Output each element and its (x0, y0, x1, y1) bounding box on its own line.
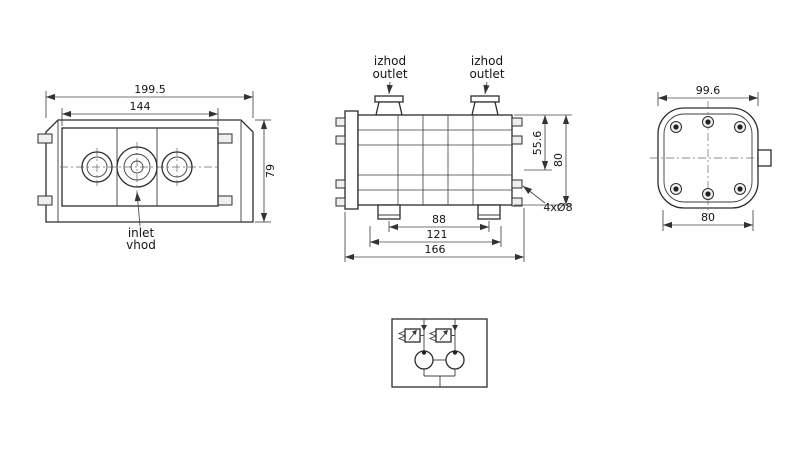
flow-divider-symbol-boundary (391, 318, 488, 388)
hole-note-callout: 4xØ8 (522, 185, 573, 214)
flow-arrow-left (421, 325, 427, 331)
end-view: 99.6 80 (650, 84, 772, 231)
side-bolts-right (511, 117, 523, 207)
schematic-circuit-lines (421, 319, 458, 387)
relief-valve-symbol-right (428, 328, 455, 343)
front-centerlines (60, 142, 220, 192)
side-bolts-left (335, 117, 346, 207)
side-bottom-ports (377, 204, 501, 220)
outlet-right-label-sl: izhod (471, 54, 503, 68)
hole-note-label: 4xØ8 (543, 201, 572, 214)
dim-end-overall-width: 99.6 (696, 84, 721, 97)
inlet-callout: inlet vhod (126, 191, 156, 252)
dim-front-overall-width: 199.5 (134, 83, 166, 96)
dim-end-body-width: 80 (701, 211, 715, 224)
end-dimensions: 99.6 80 (657, 84, 759, 231)
outlet-left-label-sl: izhod (374, 54, 406, 68)
side-dimensions: 55.6 80 88 121 166 (344, 114, 572, 262)
end-shaft-stub (757, 149, 772, 167)
gear-motor-symbol-right (445, 350, 465, 370)
front-dimensions: 199.5 144 79 (45, 83, 277, 223)
dim-side-outlet-spacing: 88 (432, 213, 446, 226)
dim-side-mount-spacing: 121 (427, 228, 448, 241)
dim-front-body-width: 144 (130, 100, 151, 113)
dim-side-height: 80 (552, 153, 565, 167)
inlet-label-en: inlet (128, 226, 155, 240)
outlet-callout-left: izhod outlet (372, 54, 408, 95)
inlet-label-sl: vhod (126, 238, 156, 252)
relief-valve-symbol-left (397, 328, 424, 343)
front-bores (81, 146, 193, 188)
front-bolts (37, 133, 233, 206)
side-body (357, 114, 513, 206)
front-view: 199.5 144 79 (37, 83, 277, 252)
side-flange-left (344, 110, 359, 210)
side-body-grid (358, 115, 512, 205)
outlet-right-label-en: outlet (469, 67, 504, 81)
dim-front-height: 79 (264, 164, 277, 178)
outlet-left-label-en: outlet (372, 67, 407, 81)
hydraulic-schematic (391, 318, 488, 388)
dim-side-overall-length: 166 (425, 243, 446, 256)
side-view: izhod outlet izhod outlet (335, 54, 573, 262)
outlet-callout-right: izhod outlet (469, 54, 505, 95)
gear-motor-symbol-left (414, 350, 434, 370)
dim-side-upper-height: 55.6 (531, 131, 544, 156)
flow-arrow-right (452, 325, 458, 331)
end-bolts (670, 116, 746, 200)
front-bracket-outline (45, 119, 254, 223)
side-top-ports (374, 95, 500, 116)
